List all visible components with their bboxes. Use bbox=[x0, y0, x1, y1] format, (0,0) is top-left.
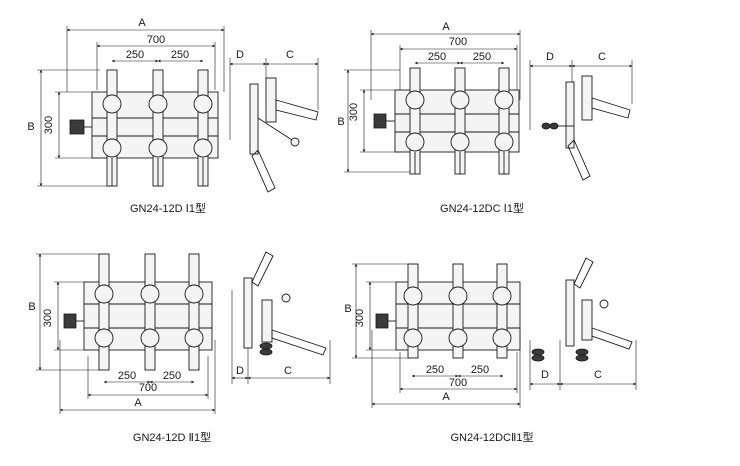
dim-300-label: 300 bbox=[42, 309, 54, 327]
pole-group bbox=[102, 69, 213, 187]
pole-group bbox=[405, 67, 514, 175]
dim-300-label: 300 bbox=[348, 103, 360, 121]
pole-group bbox=[403, 263, 512, 359]
diagram-gn24-12d-i1: A 700 250 250 B 300 bbox=[27, 17, 319, 215]
caption: GN24-12DC Ⅰ1型 bbox=[440, 201, 524, 215]
dim-d-label: D bbox=[236, 365, 244, 377]
dim-b-label: B bbox=[28, 301, 35, 313]
dim-c-label: C bbox=[286, 49, 294, 61]
diagram-gn24-12d-ii1: A 700 250 250 B 300 bbox=[28, 251, 331, 444]
dim-a-label: A bbox=[442, 21, 450, 33]
dim-250-left-label: 250 bbox=[426, 364, 444, 376]
side-view-mechanism bbox=[243, 251, 327, 356]
dim-a-label: A bbox=[134, 397, 142, 409]
dim-250-right-label: 250 bbox=[163, 370, 181, 382]
dim-a-label: A bbox=[138, 17, 146, 29]
dim-250-left-label: 250 bbox=[126, 49, 144, 61]
dim-250-right-label: 250 bbox=[473, 51, 491, 63]
dim-250-right-label: 250 bbox=[471, 364, 489, 376]
dim-250-left-label: 250 bbox=[118, 370, 136, 382]
side-view-mechanism bbox=[249, 77, 319, 193]
dim-c-label: C bbox=[598, 51, 606, 63]
dim-700-label: 700 bbox=[449, 36, 467, 48]
pole-group bbox=[94, 253, 204, 371]
side-view-mechanism bbox=[531, 257, 633, 362]
dim-c-label: C bbox=[594, 369, 602, 381]
dim-b-label: B bbox=[27, 121, 34, 133]
side-view-mechanism bbox=[541, 75, 631, 181]
dim-c-label: C bbox=[284, 365, 292, 377]
caption: GN24-12D Ⅰ1型 bbox=[130, 201, 206, 215]
dim-a-label: A bbox=[442, 391, 450, 403]
dim-d-label: D bbox=[541, 369, 549, 381]
dim-250-right-label: 250 bbox=[171, 49, 189, 61]
dim-d-label: D bbox=[546, 51, 554, 63]
operating-handle bbox=[63, 313, 77, 329]
diagram-gn24-12dc-ii1: A 700 250 250 B 300 bbox=[344, 257, 637, 444]
dim-d-label: D bbox=[236, 49, 244, 61]
operating-handle bbox=[373, 113, 387, 129]
dim-b-label: B bbox=[344, 303, 351, 315]
caption: GN24-12DCⅡ1型 bbox=[450, 430, 533, 444]
operating-handle bbox=[69, 119, 85, 135]
dim-300-label: 300 bbox=[354, 309, 366, 327]
diagram-gn24-12dc-i1: A 700 250 250 B 300 bbox=[337, 21, 633, 215]
dim-700-label: 700 bbox=[449, 377, 467, 389]
caption: GN24-12D Ⅱ1型 bbox=[133, 430, 211, 444]
dim-700-label: 700 bbox=[139, 382, 157, 394]
dim-250-left-label: 250 bbox=[428, 51, 446, 63]
dim-300-label: 300 bbox=[43, 116, 55, 134]
operating-handle bbox=[375, 313, 389, 329]
dim-700-label: 700 bbox=[147, 34, 165, 46]
dim-b-label: B bbox=[337, 116, 344, 128]
